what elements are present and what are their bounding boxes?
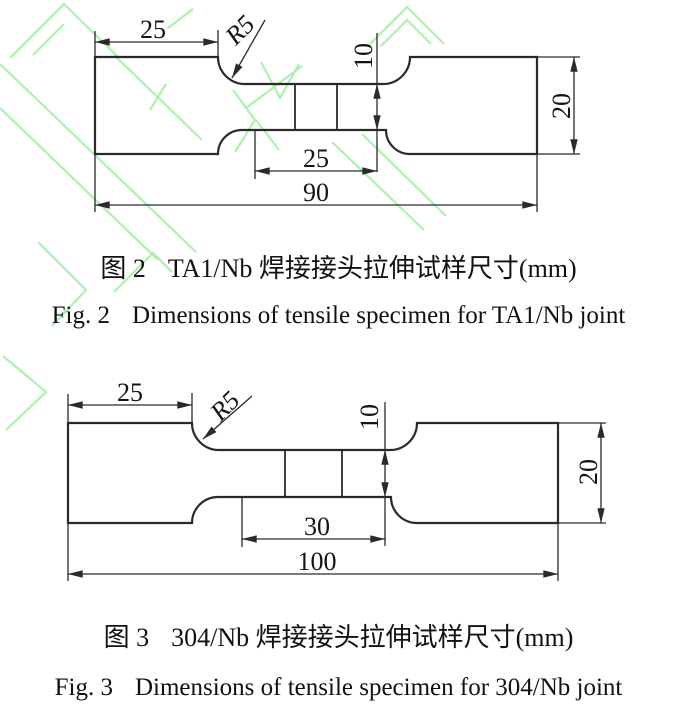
dim-grip-width: 20 [559,422,606,524]
figure2-drawing: 25 R5 10 25 90 [93,10,580,212]
figure2-number-en: Fig. 2 [51,302,111,329]
dim-grip-length-label: 25 [140,15,166,44]
figure2-title-zh: TA1/Nb 焊接接头拉伸试样尺寸(mm) [167,254,577,283]
figure3-title-zh: 304/Nb 焊接接头拉伸试样尺寸(mm) [171,623,574,652]
dim-grip-width-label: 20 [574,459,603,485]
dim-fillet-radius: R5 [202,386,253,440]
specimen-outline [66,421,560,525]
figure3-caption-en: Fig. 3 Dimensions of tensile specimen for… [0,674,677,702]
dim-grip-width-label: 20 [547,93,576,119]
figure2-number-zh: 图 2 [100,254,146,283]
dim-total-length: 100 [67,523,559,581]
dim-gauge-width-label: 10 [355,404,384,430]
dim-gauge-length: 30 [241,497,386,547]
figure2-caption-en: Fig. 2 Dimensions of tensile specimen for… [0,302,677,330]
dim-gauge-width: 10 [355,402,389,546]
specimen-outline [93,55,539,156]
dim-fillet-radius-label: R5 [219,10,261,52]
dim-gauge-width-label: 10 [349,43,378,69]
dim-fillet-radius-label: R5 [204,386,246,428]
figure3-number-zh: 图 3 [103,623,150,652]
figure3-caption-zh: 图 3 304/Nb 焊接接头拉伸试样尺寸(mm) [0,623,677,653]
dim-total-length-label: 100 [298,547,337,576]
figure3-title-en: Dimensions of tensile specimen for 304/N… [134,674,623,701]
figure3-number-en: Fig. 3 [54,674,113,701]
dim-total-length-label: 90 [303,178,329,207]
figure2-title-en: Dimensions of tensile specimen for TA1/N… [132,302,626,329]
dim-grip-length: 25 [94,15,219,57]
dim-fillet-radius: R5 [219,10,266,79]
dim-gauge-length-label: 25 [303,144,329,173]
dim-gauge-width: 10 [349,33,381,172]
dim-gauge-length-label: 30 [304,512,330,541]
figure2-caption-zh: 图 2 TA1/Nb 焊接接头拉伸试样尺寸(mm) [0,254,677,284]
dim-grip-length-label: 25 [117,378,143,407]
dim-gauge-length: 25 [254,130,378,179]
dim-total-length: 90 [94,154,538,212]
dim-grip-width: 20 [538,56,580,155]
dim-grip-length: 25 [67,378,193,423]
figure3-drawing: 25 R5 10 30 100 [66,378,606,581]
